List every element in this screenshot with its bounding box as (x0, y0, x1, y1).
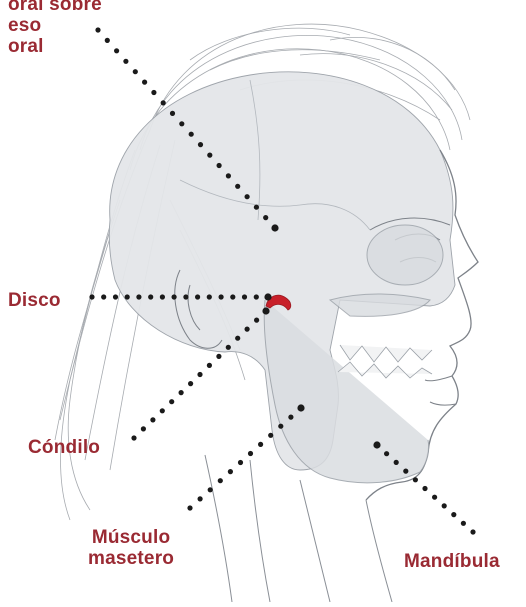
leader-condilo-dot (169, 399, 174, 404)
leader-temporal-dot (142, 80, 147, 85)
leader-masetero-dot (278, 424, 283, 429)
label-musculo-line-1: Músculo (88, 527, 174, 548)
leader-temporal-dot (271, 224, 278, 231)
leader-mandibula-dot (403, 469, 408, 474)
label-musculo-line-2: masetero (88, 548, 174, 569)
leader-disco-dot (113, 294, 118, 299)
leader-disco-dot (242, 294, 247, 299)
leader-temporal-dot (170, 111, 175, 116)
label-temporal-line-3: oral (8, 36, 102, 57)
leader-mandibula-dot (442, 503, 447, 508)
leader-disco-dot (125, 294, 130, 299)
leader-mandibula-dot (461, 521, 466, 526)
leader-temporal-dot (217, 163, 222, 168)
leader-mandibula-dot (422, 486, 427, 491)
leader-masetero-dot (218, 478, 223, 483)
leader-condilo-dot (179, 390, 184, 395)
leader-condilo-dot (254, 318, 259, 323)
leader-temporal-dot (151, 90, 156, 95)
leader-temporal-dot (161, 100, 166, 105)
leader-temporal-dot (235, 184, 240, 189)
leader-condilo-dot (226, 345, 231, 350)
leader-disco-dot (160, 294, 165, 299)
label-temporal-line-2: eso (8, 15, 102, 36)
leader-temporal-dot (189, 132, 194, 137)
leader-condilo-dot (160, 408, 165, 413)
leader-mandibula-dot (384, 451, 389, 456)
leader-condilo-dot (216, 354, 221, 359)
leader-disco-dot (207, 294, 212, 299)
leader-disco-dot (254, 294, 259, 299)
leader-disco-dot (148, 294, 153, 299)
leader-mandibula-dot (432, 495, 437, 500)
leader-temporal-dot (123, 59, 128, 64)
leader-masetero-dot (248, 451, 253, 456)
leader-mandibula-dot (373, 441, 380, 448)
leader-condilo-dot (131, 435, 136, 440)
leader-condilo-dot (245, 327, 250, 332)
leader-temporal-dot (207, 153, 212, 158)
leader-temporal-dot (179, 121, 184, 126)
label-musculo-masetero: Músculo masetero (88, 527, 174, 569)
leader-masetero-dot (297, 404, 304, 411)
leader-temporal-dot (198, 142, 203, 147)
leader-condilo-dot (262, 307, 269, 314)
label-disco: Disco (8, 290, 61, 311)
leader-condilo-dot (207, 363, 212, 368)
leader-condilo-dot (235, 336, 240, 341)
leader-masetero-dot (228, 469, 233, 474)
leader-masetero-dot (238, 460, 243, 465)
leader-temporal-dot (254, 205, 259, 210)
leader-temporal-dot (105, 38, 110, 43)
leader-masetero-dot (198, 496, 203, 501)
leader-disco-dot (230, 294, 235, 299)
leader-temporal-dot (263, 215, 268, 220)
label-temporal: oral sobre eso oral (8, 0, 102, 57)
label-temporal-line-1: oral sobre (8, 0, 102, 15)
leader-condilo-dot (197, 372, 202, 377)
leader-masetero-dot (187, 505, 192, 510)
leader-disco-dot (136, 294, 141, 299)
leader-masetero-dot (258, 442, 263, 447)
leader-condilo-dot (141, 426, 146, 431)
leader-mandibula-dot (413, 477, 418, 482)
leader-masetero-dot (288, 415, 293, 420)
label-mandibula: Mandíbula (404, 551, 500, 572)
leader-disco-dot (172, 294, 177, 299)
label-condilo: Cóndilo (28, 437, 100, 458)
leader-mandibula-dot (394, 460, 399, 465)
leader-disco-dot (219, 294, 224, 299)
leader-temporal-dot (114, 48, 119, 53)
leader-mandibula-dot (451, 512, 456, 517)
leader-disco-dot (89, 294, 94, 299)
leader-temporal-dot (245, 194, 250, 199)
leader-masetero-dot (208, 487, 213, 492)
leader-disco-dot (101, 294, 106, 299)
leader-condilo-dot (188, 381, 193, 386)
leader-masetero-dot (268, 433, 273, 438)
leader-temporal-dot (133, 69, 138, 74)
leader-disco-dot (183, 294, 188, 299)
leader-mandibula-dot (470, 529, 475, 534)
leader-temporal-dot (226, 173, 231, 178)
leader-disco-dot (264, 293, 271, 300)
leader-condilo-dot (150, 417, 155, 422)
leader-disco-dot (195, 294, 200, 299)
